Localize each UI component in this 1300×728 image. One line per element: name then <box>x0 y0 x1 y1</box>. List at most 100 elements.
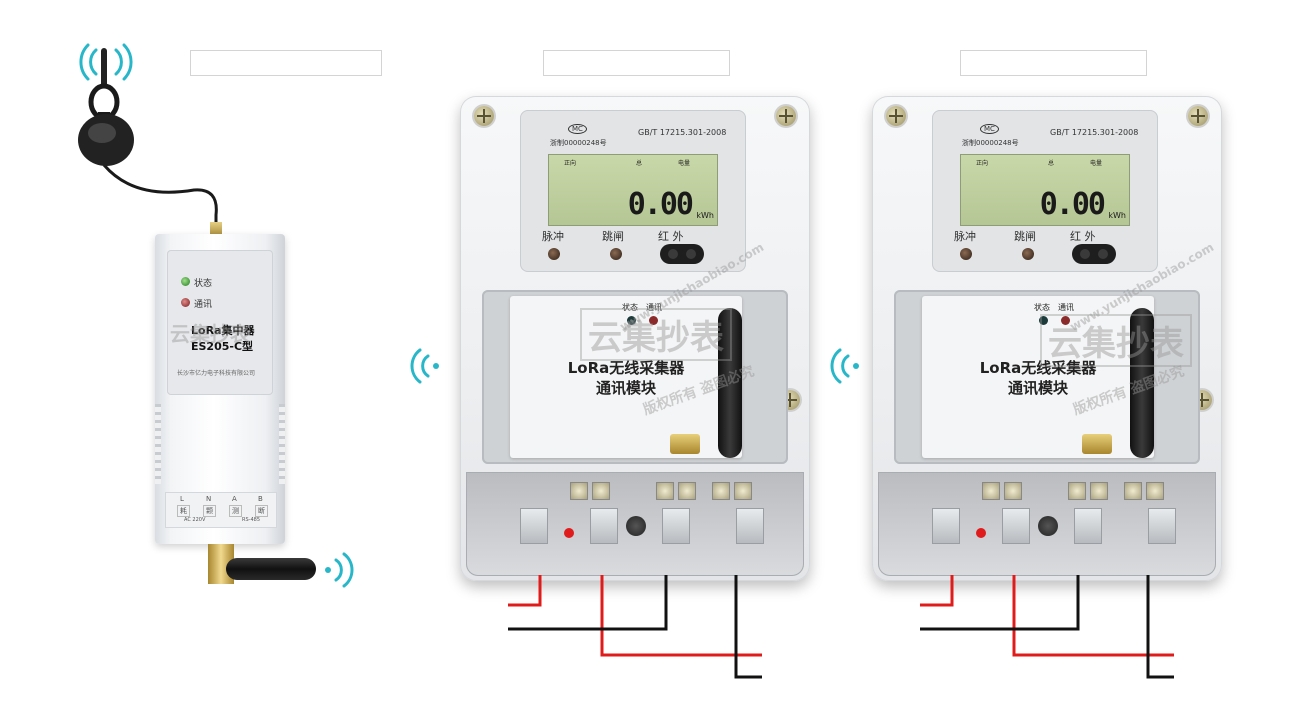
lcd-direction: 正向 <box>976 160 989 167</box>
terminal-bolt <box>520 508 548 544</box>
module-antenna-icon <box>1130 308 1154 458</box>
concentrator-model: ES205-C型 <box>191 340 254 353</box>
lcd-energy: 电量 <box>1090 160 1103 167</box>
seal-screw <box>626 516 646 536</box>
lcd-display: 正向 总 电量 0.00 kWh <box>960 154 1130 226</box>
terminal-screw <box>1004 482 1022 500</box>
module-title: LoRa无线采集器 通讯模块 <box>556 358 696 398</box>
cert-number: 浙制00000248号 <box>550 139 607 147</box>
lcd-display: 正向 总 电量 0.00 kWh <box>548 154 718 226</box>
concentrator-faceplate: 状态 通讯 LoRa集中器 ES205-C型 长沙市亿力电子科技有限公司 <box>167 250 273 395</box>
status-led-label: 状态 <box>194 279 213 289</box>
power-note: AC 220V <box>184 517 206 523</box>
module-comm-label: 通讯 <box>646 303 662 312</box>
module-title-line2: 通讯模块 <box>595 379 656 397</box>
rs485-note: RS-485 <box>242 517 260 523</box>
terminal-bolt <box>1002 508 1030 544</box>
lcd-energy: 电量 <box>678 160 691 167</box>
suction-antenna-icon <box>78 48 218 236</box>
terminal-screw <box>1146 482 1164 500</box>
screw-icon <box>776 106 796 126</box>
meter1-caption-box <box>543 50 730 76</box>
terminal-key: 断 <box>255 505 268 517</box>
module-bay: 状态 通讯 LoRa无线采集器 通讯模块 <box>482 290 788 464</box>
module-title-line1: LoRa无线采集器 <box>567 359 685 377</box>
module-status-led <box>1039 316 1048 325</box>
terminal-bolt <box>590 508 618 544</box>
terminal-bolt <box>662 508 690 544</box>
lcd-direction: 正向 <box>564 160 577 167</box>
module-title-line2: 通讯模块 <box>1007 379 1068 397</box>
concentrator-caption-box <box>190 50 382 76</box>
module-comm-led <box>1061 316 1070 325</box>
trip-led <box>1022 248 1034 260</box>
meter-reading: 0.00 <box>627 187 694 222</box>
terminal-label: A <box>232 495 237 503</box>
signal-wave-icon <box>325 552 354 588</box>
module-title-line1: LoRa无线采集器 <box>979 359 1097 377</box>
module-status-led <box>627 316 636 325</box>
lora-module: 状态 通讯 LoRa无线采集器 通讯模块 <box>922 296 1154 458</box>
terminal-screw <box>656 482 674 500</box>
terminal-bolt <box>932 508 960 544</box>
terminal-key: 测 <box>229 505 242 517</box>
side-ribs <box>279 404 285 484</box>
module-antenna-icon <box>718 308 742 458</box>
lcd-total: 总 <box>1048 160 1055 167</box>
terminal-label: L <box>180 495 184 503</box>
reading-unit: kWh <box>696 211 714 220</box>
seal-screw <box>1038 516 1058 536</box>
signal-wave-icon <box>410 348 439 384</box>
module-sma-connector <box>670 434 700 454</box>
screw-icon <box>474 106 494 126</box>
mc-logo: MC <box>980 124 999 134</box>
terminal-cover <box>878 472 1216 576</box>
terminal-label: N <box>206 495 212 503</box>
signal-wave-icon <box>830 348 859 384</box>
display-frame: MC 浙制00000248号 GB/T 17215.301-2008 正向 总 … <box>932 110 1158 272</box>
ir-label: 红 外 <box>1070 230 1096 243</box>
terminal-cover <box>466 472 804 576</box>
cable-connector <box>210 222 222 236</box>
terminal-bolt <box>1148 508 1176 544</box>
standard-number: GB/T 17215.301-2008 <box>1050 128 1139 137</box>
concentrator-name: LoRa集中器 <box>191 324 255 337</box>
terminal-screw <box>678 482 696 500</box>
module-title: LoRa无线采集器 通讯模块 <box>968 358 1108 398</box>
lora-module: 状态 通讯 LoRa无线采集器 通讯模块 <box>510 296 742 458</box>
module-comm-led <box>649 316 658 325</box>
lcd-total: 总 <box>636 160 643 167</box>
signal-wave-icon <box>79 43 133 81</box>
pulse-led <box>960 248 972 260</box>
red-marker <box>564 528 574 538</box>
comm-led <box>181 298 190 307</box>
mc-logo: MC <box>568 124 587 134</box>
terminal-bolt <box>1074 508 1102 544</box>
terminal-key: 耗 <box>177 505 190 517</box>
module-bay: 状态 通讯 LoRa无线采集器 通讯模块 <box>894 290 1200 464</box>
standard-number: GB/T 17215.301-2008 <box>638 128 727 137</box>
trip-label: 跳闸 <box>602 230 624 243</box>
watermark-main: 云集抄表 <box>1040 314 1192 367</box>
terminal-strip: L N A B 耗 颗 测 断 AC 220V RS-485 <box>165 492 277 528</box>
reading-unit: kWh <box>1108 211 1126 220</box>
module-status-label: 状态 <box>622 303 638 312</box>
terminal-screw <box>570 482 588 500</box>
comm-led-label: 通讯 <box>194 300 213 310</box>
electric-meter: MC 浙制00000248号 GB/T 17215.301-2008 正向 总 … <box>872 96 1222 581</box>
trip-label: 跳闸 <box>1014 230 1036 243</box>
meter1-wiring <box>508 575 762 679</box>
meter-reading: 0.00 <box>1039 187 1106 222</box>
meter2-wiring <box>920 575 1174 679</box>
module-sma-connector <box>1082 434 1112 454</box>
side-ribs <box>155 404 161 484</box>
stub-antenna-icon <box>226 558 316 580</box>
watermark-main: 云集抄表 <box>580 308 732 361</box>
terminal-screw <box>982 482 1000 500</box>
terminal-key: 颗 <box>203 505 216 517</box>
infrared-port <box>1072 244 1116 264</box>
terminal-screw <box>1090 482 1108 500</box>
module-comm-label: 通讯 <box>1058 303 1074 312</box>
display-frame: MC 浙制00000248号 GB/T 17215.301-2008 正向 总 … <box>520 110 746 272</box>
screw-icon <box>1188 106 1208 126</box>
